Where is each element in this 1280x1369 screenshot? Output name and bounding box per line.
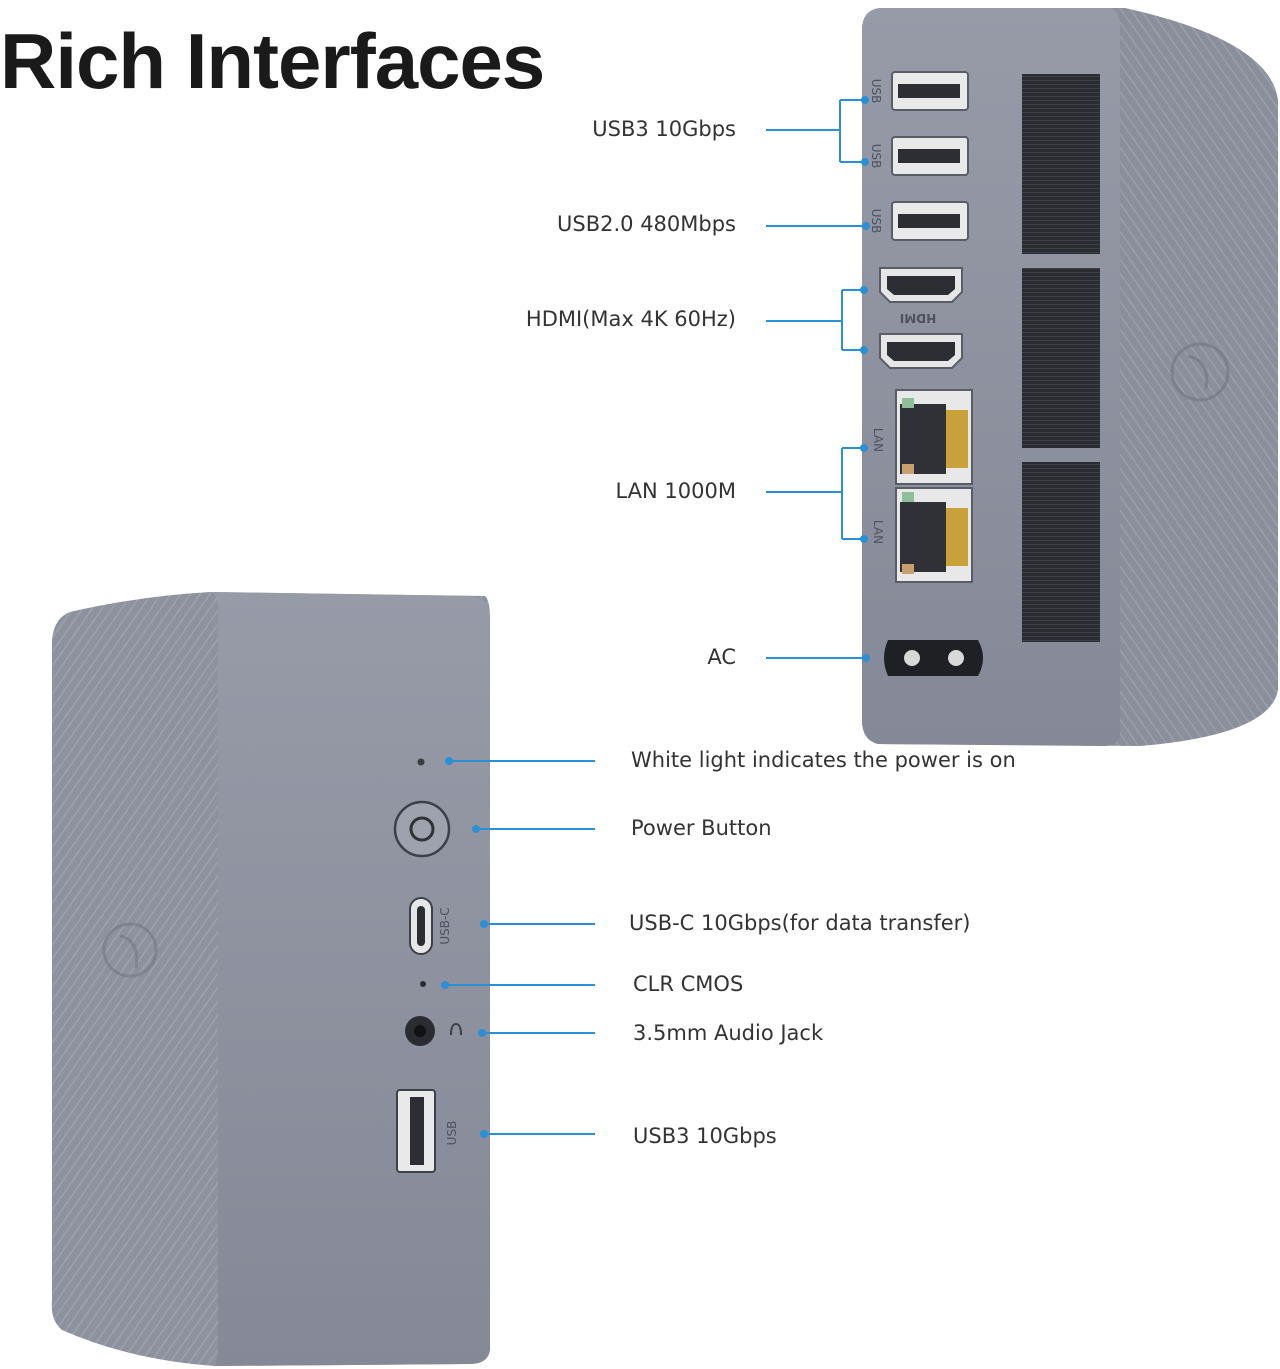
power-button-icon bbox=[393, 800, 451, 858]
usb-a-port-icon bbox=[891, 201, 969, 241]
back-view-unit: USB USB USB HDMI LAN LAN bbox=[862, 8, 1278, 746]
ethernet-port-icon bbox=[895, 487, 973, 583]
label-usb3-front: USB3 10Gbps bbox=[633, 1124, 777, 1148]
hdmi-port-icon bbox=[879, 267, 963, 303]
port-tag: USB bbox=[869, 79, 883, 104]
leader-lines bbox=[445, 99, 865, 1135]
ac-power-inlet-icon bbox=[884, 640, 983, 676]
label-ac: AC bbox=[707, 645, 736, 669]
usb-a-port-icon bbox=[891, 136, 969, 176]
label-clr-cmos: CLR CMOS bbox=[633, 972, 744, 996]
hdmi-logo: HDMI bbox=[900, 311, 936, 325]
label-power-button: Power Button bbox=[631, 816, 772, 840]
port-tag: USB bbox=[869, 209, 883, 234]
brand-logo-icon bbox=[102, 922, 158, 978]
vent-grille-top bbox=[1022, 74, 1100, 254]
vent-grille-middle bbox=[1022, 268, 1100, 448]
label-usb-c: USB-C 10Gbps(for data transfer) bbox=[629, 911, 971, 935]
port-tag: LAN bbox=[871, 428, 885, 452]
audio-jack-icon bbox=[405, 1016, 435, 1046]
port-tag: USB-C bbox=[438, 907, 452, 944]
usb-c-port-icon bbox=[409, 897, 433, 955]
headline: Rich Interfaces bbox=[0, 17, 545, 105]
label-lan: LAN 1000M bbox=[615, 479, 737, 503]
leader-usb3-back bbox=[766, 99, 865, 163]
hdmi-port-icon bbox=[879, 333, 963, 369]
label-usb2: USB2.0 480Mbps bbox=[557, 212, 736, 236]
label-audio-jack: 3.5mm Audio Jack bbox=[633, 1021, 824, 1045]
leader-dots bbox=[441, 96, 870, 1138]
clr-cmos-pinhole-icon bbox=[420, 981, 426, 987]
label-hdmi: HDMI(Max 4K 60Hz) bbox=[525, 307, 736, 331]
headphone-icon bbox=[450, 1022, 462, 1036]
port-tag: USB bbox=[869, 144, 883, 169]
leader-lan bbox=[766, 447, 864, 540]
label-power-led: White light indicates the power is on bbox=[631, 748, 1016, 772]
port-tag: LAN bbox=[871, 520, 885, 544]
vent-grille-bottom bbox=[1022, 462, 1100, 642]
ethernet-port-icon bbox=[895, 389, 973, 485]
label-usb3-back: USB3 10Gbps bbox=[592, 117, 736, 141]
power-led-icon bbox=[417, 758, 425, 766]
usb-a-port-icon bbox=[396, 1089, 436, 1173]
leader-hdmi bbox=[766, 289, 864, 351]
front-view-unit: USB-C USB bbox=[51, 592, 490, 1366]
usb-a-port-icon bbox=[891, 71, 969, 111]
port-tag: USB bbox=[445, 1121, 459, 1146]
brand-logo-icon bbox=[1170, 342, 1230, 402]
